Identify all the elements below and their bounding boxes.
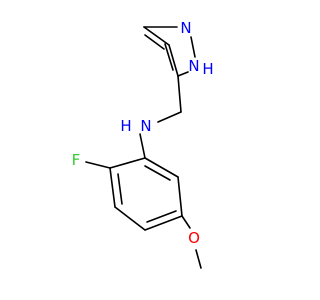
bond-benz-c4-c5 (144, 215, 183, 231)
bond-benz-c2-c3-inner (117, 173, 123, 205)
bond-benz-c3-c4 (114, 206, 146, 231)
atom-layer: N N H N H F O (72, 19, 214, 247)
pyrazole-nh-label: N (188, 57, 199, 75)
bond-benz-c4-c5-inner (146, 210, 177, 223)
bond-pyr-c3-c4 (143, 26, 170, 46)
pyrazole-n1-label: N (180, 19, 191, 37)
bond-ch2-nh (157, 111, 182, 123)
bond-layer (85, 26, 202, 269)
bond-c2-f (85, 161, 111, 169)
bond-nh-ring (139, 133, 146, 159)
pyrazole-nh-hydrogen-label: H (202, 60, 213, 78)
bond-pyr-c3-c4-inner (144, 34, 165, 50)
bond-pyr-c5-c4-inner (164, 43, 174, 71)
bond-pyr-c5-c4 (168, 44, 179, 77)
bond-o-ch3 (195, 249, 202, 269)
bond-benz-c6-c1-inner (144, 165, 171, 181)
fluorine-label: F (72, 151, 81, 169)
bond-pyr-n1-n2 (190, 36, 196, 58)
molecule-structure: N N H N H F O (72, 19, 214, 269)
amine-n-label: N (140, 117, 151, 135)
bond-benz-c2-c3 (109, 167, 116, 208)
bond-c5-o (181, 215, 191, 229)
bond-benz-c6-c1 (144, 157, 179, 178)
bond-benz-c1-c2 (109, 157, 146, 169)
bond-pyr-n2-c5 (177, 71, 189, 77)
bond-c5-ch2 (177, 75, 182, 113)
amine-h-label: H (120, 117, 131, 135)
bond-benz-c5-c6 (177, 176, 183, 217)
oxygen-label: O (188, 229, 200, 247)
